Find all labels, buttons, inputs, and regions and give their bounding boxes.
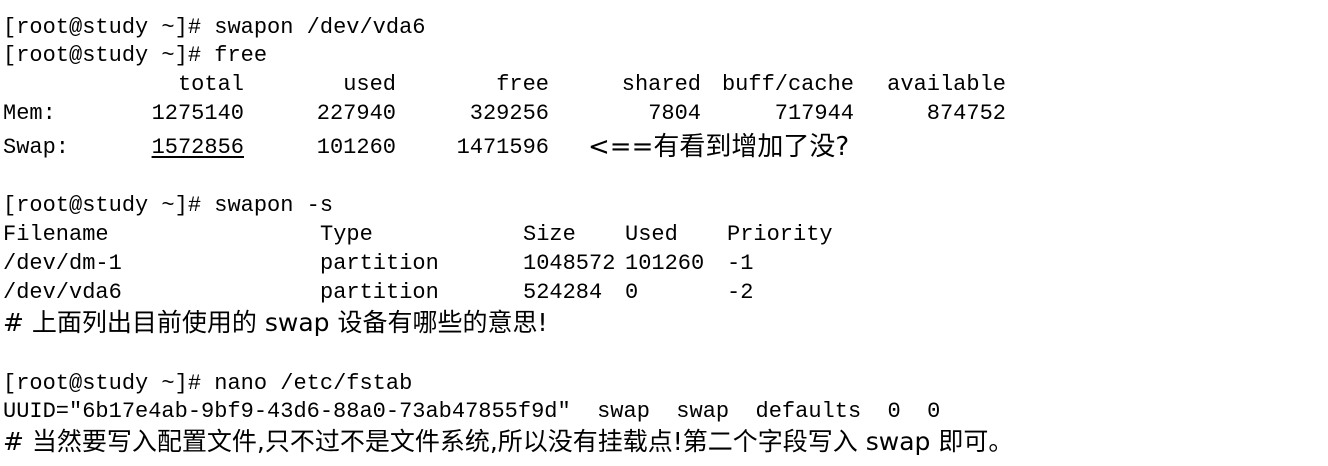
free-header-available: available	[887, 72, 1006, 97]
swaps-header-priority: Priority	[727, 222, 833, 247]
swaps-priority: -2	[727, 280, 754, 305]
free-header-total: total	[177, 72, 244, 97]
swaps-header-filename: Filename	[3, 222, 109, 247]
mem-buffcache: 717944	[774, 101, 854, 126]
comment-fstab: # 当然要写入配置文件,只不过不是文件系统,所以没有挂载点!第二个字段写入 sw…	[3, 427, 1014, 456]
mem-total: 1275140	[151, 101, 244, 126]
mem-free: 329256	[469, 101, 549, 126]
mem-used: 227940	[316, 101, 396, 126]
command-line-free: [root@study ~]# free	[3, 43, 267, 69]
swap-note: <==有看到增加了没?	[588, 132, 850, 162]
command-line-swapon: [root@study ~]# swapon /dev/vda6	[3, 15, 425, 41]
swaps-type: partition	[320, 280, 439, 305]
free-header-shared: shared	[621, 72, 701, 97]
swap-free: 1471596	[456, 135, 549, 160]
command-text: swapon /dev/vda6	[214, 15, 426, 40]
swaps-priority: -1	[727, 251, 754, 276]
command-line-swapon-s: [root@study ~]# swapon -s	[3, 193, 333, 219]
mem-label: Mem:	[3, 101, 56, 126]
swap-used: 101260	[316, 135, 396, 160]
swaps-size: 1048572	[523, 251, 616, 276]
free-header-used: used	[343, 72, 396, 97]
command-text: free	[214, 43, 268, 68]
swap-total: 1572856	[151, 135, 244, 160]
swaps-header-type: Type	[320, 222, 373, 247]
swaps-header-size: Size	[523, 222, 576, 247]
swaps-header-used: Used	[625, 222, 678, 247]
command-text: swapon -s	[214, 193, 334, 218]
swaps-filename: /dev/vda6	[3, 280, 122, 305]
fstab-entry: UUID="6b17e4ab-9bf9-43d6-88a0-73ab47855f…	[3, 399, 941, 424]
shell-prompt: [root@study ~]#	[3, 43, 202, 68]
free-header-free: free	[496, 72, 549, 97]
mem-shared: 7804	[648, 101, 701, 126]
free-header-buffcache: buff/cache	[721, 72, 854, 97]
shell-prompt: [root@study ~]#	[3, 371, 202, 396]
mem-available: 874752	[926, 101, 1006, 126]
swaps-type: partition	[320, 251, 439, 276]
swaps-used: 0	[625, 280, 639, 305]
shell-prompt: [root@study ~]#	[3, 15, 202, 40]
command-line-nano: [root@study ~]# nano /etc/fstab	[3, 371, 412, 397]
swaps-filename: /dev/dm-1	[3, 251, 122, 276]
shell-prompt: [root@study ~]#	[3, 193, 202, 218]
command-text: nano /etc/fstab	[214, 371, 413, 396]
swaps-used: 101260	[625, 251, 705, 276]
swap-label: Swap:	[3, 135, 70, 160]
comment-swap-devices: # 上面列出目前使用的 swap 设备有哪些的意思!	[3, 308, 548, 337]
swaps-size: 524284	[523, 280, 603, 305]
